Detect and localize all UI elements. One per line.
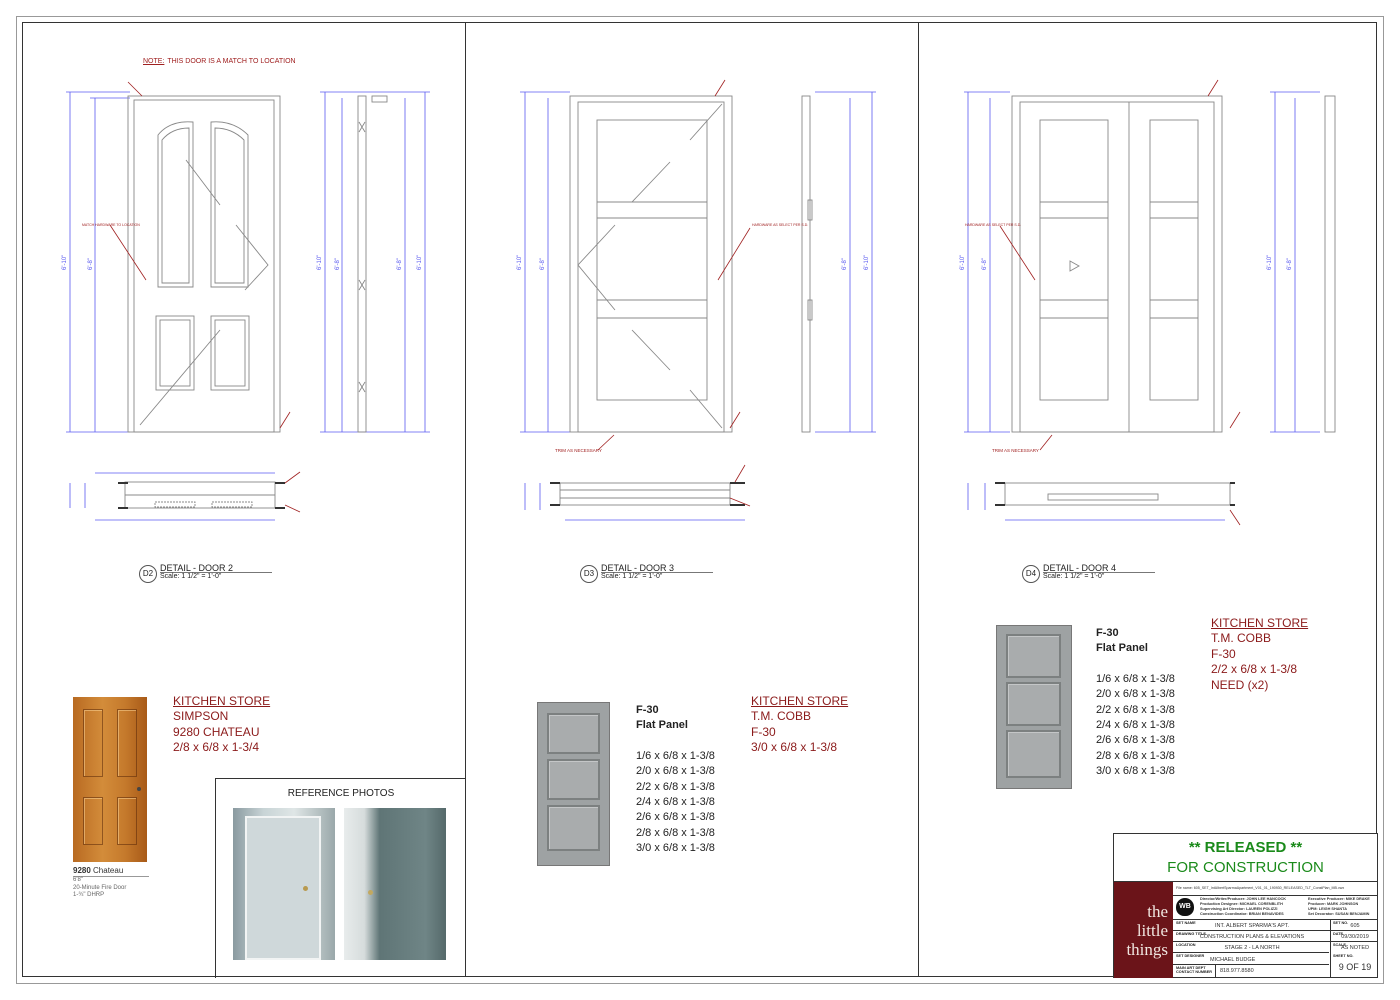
- dimension-label: 6'-8": [88, 258, 94, 270]
- contact-number: 818.977.8580: [1220, 968, 1254, 974]
- set-designer: MICHAEL BUDGE: [1210, 957, 1256, 963]
- credits-left: Director/Writer/Producer: JOHN LEE HANCO…: [1200, 897, 1287, 916]
- door-2-product-photo: [73, 697, 147, 862]
- door-4-product-image: [996, 625, 1072, 789]
- sheet-number: 9 OF 19: [1338, 962, 1372, 972]
- dimension-label: 6'-8": [842, 258, 848, 270]
- drawing-sheet: [22, 22, 1377, 977]
- match-location-note: NOTE:THIS DOOR IS A MATCH TO LOCATION: [143, 58, 296, 65]
- callout-text: HARDWARE AS SELECT PER S.D.: [752, 223, 808, 227]
- reference-photos-box: REFERENCE PHOTOS: [215, 778, 466, 978]
- for-construction-status: FOR CONSTRUCTION: [1167, 859, 1324, 876]
- sheet-outer-border: [16, 16, 1384, 984]
- dimension-label: 6'-10": [317, 255, 323, 270]
- dimension-label: 6'-8": [540, 258, 546, 270]
- released-status: ** RELEASED **: [1188, 839, 1303, 856]
- trim-note: TRIM AS NECESSARY: [555, 448, 602, 453]
- callout-text: HARDWARE AS SELECT PER S.D.: [965, 223, 1021, 227]
- dimension-label: 6'-10": [517, 255, 523, 270]
- drawing-title: CONSTRUCTION PLANS & ELEVATIONS: [1199, 934, 1305, 940]
- dimension-label: 6'-8": [982, 258, 988, 270]
- door-3-product-image: [537, 702, 610, 866]
- date: 09/30/2019: [1341, 934, 1369, 940]
- panel-divider: [918, 22, 919, 977]
- trim-note: TRIM AS NECESSARY: [992, 448, 1039, 453]
- set-number: 605: [1350, 923, 1360, 929]
- dimension-label: 6'-10": [417, 255, 423, 270]
- dimension-lines: [66, 91, 1320, 521]
- set-name: INT. ALBERT SPARMA'S APT.: [1214, 923, 1290, 929]
- door-outlines: [124, 95, 1336, 509]
- dimension-label: 6'-8": [397, 258, 403, 270]
- reference-photo-2: [344, 808, 446, 960]
- dimension-label: 6'-10": [864, 255, 870, 270]
- studio-logo-icon: WB: [1176, 898, 1194, 916]
- reference-photos-title: REFERENCE PHOTOS: [287, 788, 395, 799]
- callout-leaders: [109, 79, 1241, 526]
- callout-text: MATCH HARDWARE TO LOCATION: [82, 223, 140, 227]
- reference-photo-1: [233, 808, 335, 960]
- panel-divider: [465, 22, 466, 977]
- location: STAGE 2 - LA NORTH: [1224, 945, 1280, 951]
- dimension-label: 6'-8": [335, 258, 341, 270]
- dimension-label: 6'-10": [960, 255, 966, 270]
- scale: AS NOTED: [1340, 945, 1370, 951]
- dimension-label: 6'-8": [1287, 258, 1293, 270]
- dimension-label: 6'-10": [1267, 255, 1273, 270]
- dimension-label: 6'-10": [62, 255, 68, 270]
- file-name: File name: 605_SET_IntAlbertSparmaApartm…: [1176, 886, 1345, 890]
